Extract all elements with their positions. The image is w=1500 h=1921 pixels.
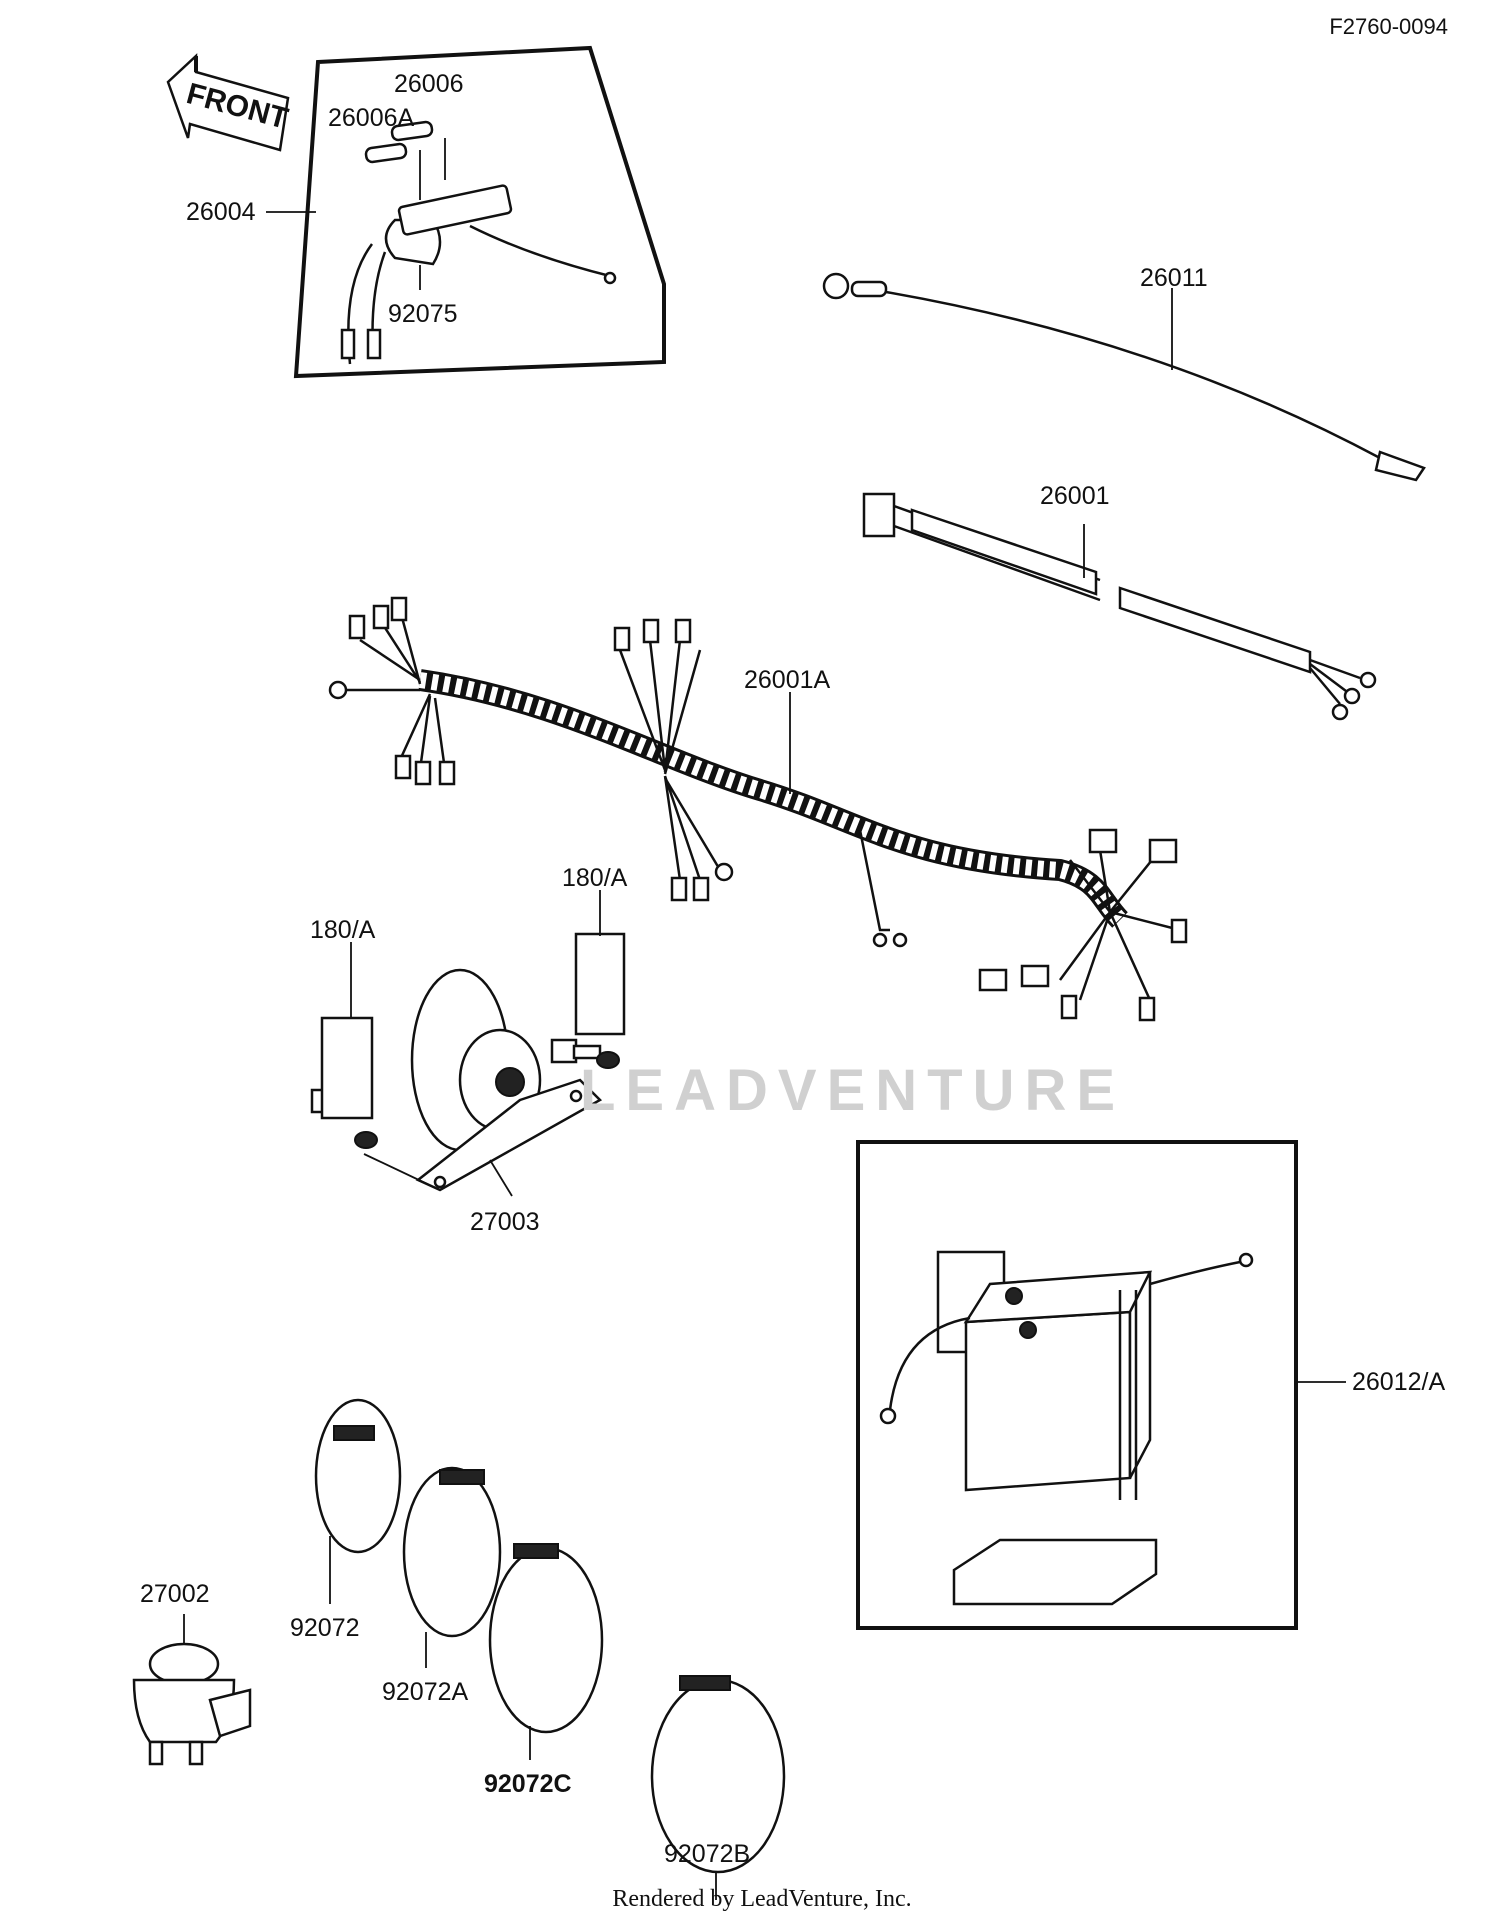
label-92072A: 92072A: [382, 1678, 469, 1706]
label-26001: 26001: [1040, 482, 1110, 510]
front-arrow-icon: FRONT: [166, 53, 291, 152]
horn-switch: [132, 1614, 252, 1766]
ground-wire: [822, 272, 1426, 482]
label-26006: 26006: [394, 70, 464, 98]
watermark: LEADVENTURE: [580, 1058, 1125, 1123]
label-92072C: 92072C: [484, 1770, 572, 1798]
part-labels: 26006 26006A 26004 92075 26011 26001 260…: [140, 70, 1445, 1868]
battery-assembly: [856, 1140, 1346, 1630]
label-92072B: 92072B: [664, 1840, 750, 1868]
label-27002: 27002: [140, 1580, 210, 1608]
sub-harness: [862, 492, 1377, 721]
footer-credit: Rendered by LeadVenture, Inc.: [612, 1886, 911, 1912]
strap-92072B: [650, 1675, 786, 1900]
label-26012A: 26012/A: [1352, 1368, 1445, 1396]
label-26006A: 26006A: [328, 104, 415, 132]
label-27003: 27003: [470, 1208, 540, 1236]
regulator-assembly: [293, 45, 666, 379]
label-180A-right: 180/A: [562, 864, 628, 892]
label-92075: 92075: [388, 300, 458, 328]
label-26011: 26011: [1140, 264, 1208, 292]
label-92072: 92072: [290, 1614, 360, 1642]
label-26001A: 26001A: [744, 666, 831, 694]
strap-92072: [314, 1398, 402, 1604]
label-180A-left: 180/A: [310, 916, 376, 944]
main-harness: [328, 596, 1188, 1022]
strap-92072A: [402, 1466, 502, 1668]
horn: [310, 890, 626, 1197]
strap-92072C: [488, 1543, 604, 1760]
label-26004: 26004: [186, 198, 256, 226]
diagram-code: F2760-0094: [1329, 14, 1448, 39]
